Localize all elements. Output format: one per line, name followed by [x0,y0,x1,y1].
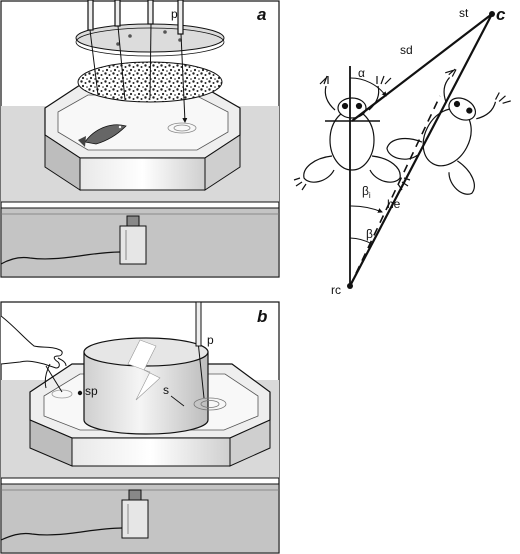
panel-c-stimulus-label: st [459,6,469,20]
fish-icon [78,124,127,147]
panel-b-source-label: s [163,383,169,397]
panel-b-cable [0,527,123,541]
panel-c-heading-label: he [387,197,401,211]
panel-c-line-dashed [349,95,441,287]
panel-c-beta-i-main: β [362,184,369,198]
panel-c-distance-label: sd [400,43,413,57]
panel-c-beta-i-sub: i [369,191,371,200]
amplifier-box-icon [119,215,147,265]
panel-b-rod [45,365,63,393]
panel-b-probe-label: p [207,333,214,347]
panel-c-letter: c [496,5,506,24]
panel-b-probe [195,301,202,347]
panel-c-beta-i-arc [349,205,383,213]
panel-c-beta-arc [349,237,373,245]
panel-c-beta-label: β [366,227,373,241]
panel-c-alpha-arc [349,77,387,97]
panel-a-ripple [167,122,197,134]
panel-b-source-ripple [193,397,227,411]
panel-b-stimulus-label: sp [85,384,98,398]
panel-c-beta-i-label: βi [362,184,371,200]
panel-b-stimulus-point [77,390,83,396]
panel-c-line-sd [351,13,493,122]
panel-c-receiver-point [347,283,353,289]
amplifier-box-icon [121,489,149,539]
panel-b-letter: b [257,307,267,326]
panel-b: p sp s b [0,301,280,554]
panel-a-cable [0,251,121,265]
panel-a: p a [0,0,280,278]
panel-c-alpha-label: α [358,66,365,80]
panel-b-center-cylinder [83,337,209,435]
frog-icon [293,75,411,191]
panel-c-stimulus-point [489,11,495,17]
panel-c-receiver-label: rc [331,283,341,297]
panel-c: c [293,5,511,297]
panel-a-letter: a [257,5,266,24]
frog-icon [386,68,511,195]
hand-icon [0,315,67,389]
panel-c-line-st-rc [349,13,493,287]
panel-a-probe-label: p [171,7,178,21]
